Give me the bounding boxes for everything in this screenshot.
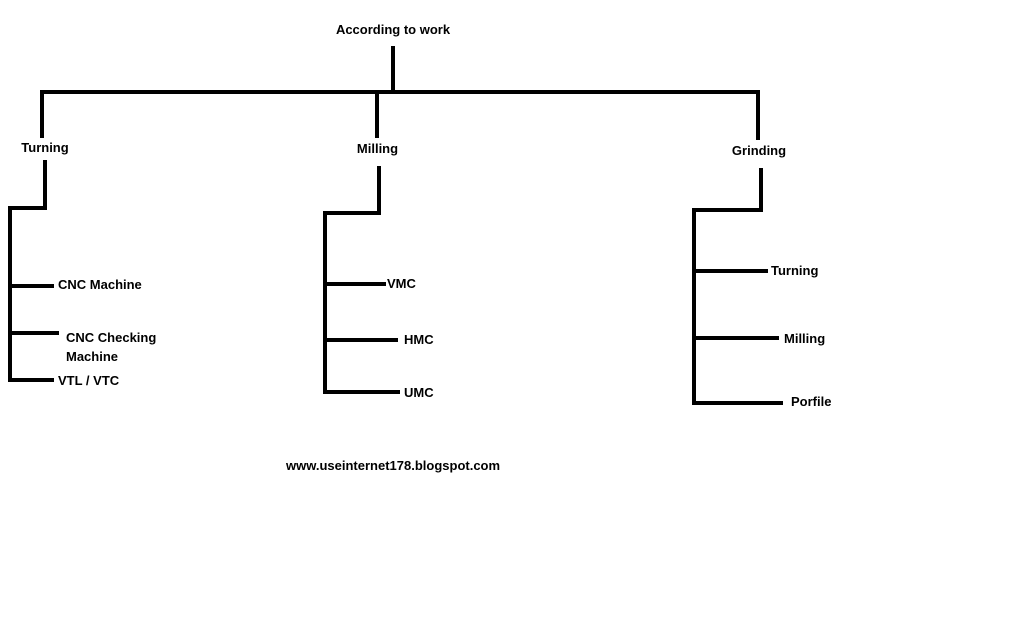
connector-grinding-turning-tick (692, 269, 768, 273)
leaf-grinding-milling-label: Milling (784, 331, 826, 346)
connector-cnc-machine-tick (8, 284, 54, 288)
connector-milling-stem (377, 166, 381, 213)
connector-vtl-vtc-tick (8, 378, 54, 382)
root-node-label: According to work (335, 22, 451, 37)
leaf-porfile-label: Porfile (791, 394, 832, 409)
leaf-cnc-machine-label: CNC Machine (58, 277, 142, 292)
connector-umc-tick (323, 390, 400, 394)
connector-milling-drop (375, 94, 379, 138)
connector-root-stem (391, 46, 395, 92)
connector-grinding-jog (692, 208, 762, 212)
connector-grinding-stem (759, 168, 763, 212)
connector-turning-stem (43, 160, 47, 210)
branch-grinding-label: Grinding (731, 143, 787, 158)
connector-grinding-drop (756, 94, 760, 140)
leaf-umc-label: UMC (404, 385, 434, 400)
connector-grinding-spine (692, 208, 696, 405)
leaf-cnc-checking-machine-label: CNC Checking Machine (66, 330, 157, 364)
connector-milling-jog (323, 211, 381, 215)
leaf-vmc-label: VMC (387, 276, 416, 291)
connector-porfile-tick (692, 401, 783, 405)
branch-turning-label: Turning (21, 140, 69, 155)
connector-turning-drop (40, 90, 44, 138)
branch-milling-label: Milling (356, 141, 399, 156)
watermark-text: www.useinternet178.blogspot.com (286, 458, 501, 473)
connector-turning-jog (8, 206, 47, 210)
connector-grinding-milling-tick (692, 336, 779, 340)
leaf-vtl-vtc-label: VTL / VTC (58, 373, 120, 388)
connector-main-bar (40, 90, 760, 94)
leaf-hmc-label: HMC (404, 332, 434, 347)
connector-vmc-tick (323, 282, 386, 286)
connector-turning-spine (8, 206, 12, 382)
connector-milling-spine (323, 211, 327, 394)
leaf-grinding-turning-label: Turning (771, 263, 819, 278)
connector-cnc-checking-tick (8, 331, 59, 335)
connector-hmc-tick (323, 338, 398, 342)
